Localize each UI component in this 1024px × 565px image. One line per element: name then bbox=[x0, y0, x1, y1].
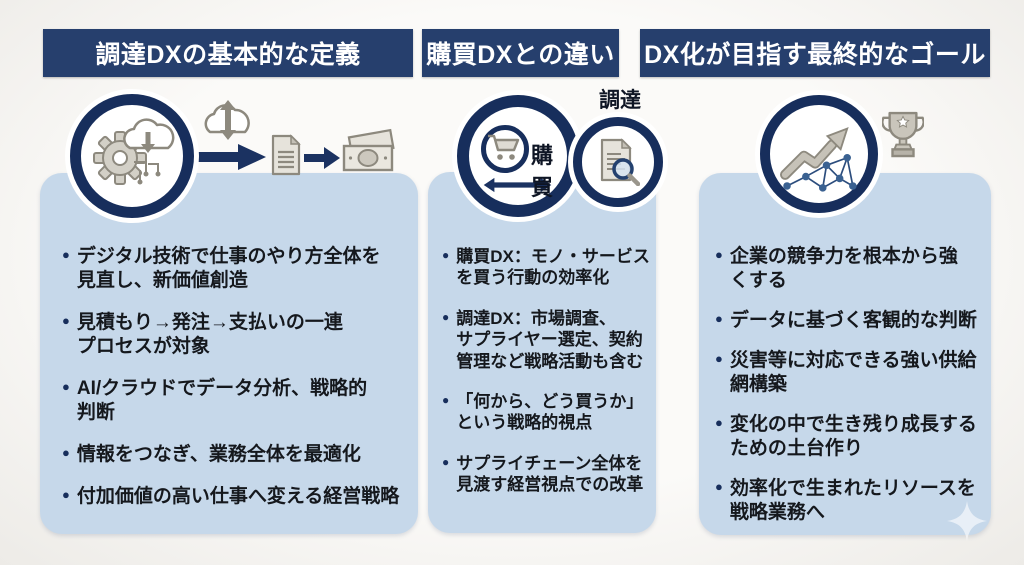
arrow-right-small-icon bbox=[304, 147, 340, 169]
panel-definition: ● デジタル技術で仕事のやり方全体を 見直し、新価値創造 ● 見積もり→発注→支払い… bbox=[40, 173, 418, 534]
cart-icon bbox=[488, 134, 520, 160]
list-item: ● 見積もり→発注→支払いの一連 プロセスが対象 bbox=[62, 311, 410, 359]
list-item: ● 付加価値の高い仕事へ変える経営戦略 bbox=[62, 485, 410, 509]
column-header-goal: DX化が目指す最終的なゴール bbox=[640, 29, 990, 77]
cart-ring bbox=[481, 125, 529, 173]
bullet-icon: ● bbox=[442, 393, 450, 408]
procurement-circle bbox=[573, 117, 663, 207]
bullet-text: 付加価値の高い仕事へ変える経営戦略 bbox=[76, 485, 400, 507]
list-item: ● 「何から、どう買うか」 という戦略的視点 bbox=[442, 391, 650, 434]
cart-label: 購買 bbox=[531, 143, 554, 200]
list-item: ● 災害等に対応できる強い供給 網構築 bbox=[715, 349, 985, 397]
banknote-icon bbox=[342, 128, 395, 172]
bullet-icon: ● bbox=[62, 378, 70, 394]
list-item: ● AI/クラウドでデータ分析、戦略的 判断 bbox=[62, 377, 410, 425]
bullet-icon: ● bbox=[715, 350, 723, 366]
bullet-text: データに基づく客観的な判断 bbox=[729, 309, 977, 331]
document-icon bbox=[271, 134, 301, 176]
bullet-text: サプライチェーン全体を 見渡す経営視点での改革 bbox=[456, 453, 644, 495]
column-header-difference: 購買DXとの違い bbox=[422, 29, 619, 77]
bullet-icon: ● bbox=[715, 478, 723, 494]
list-item: ● 変化の中で生き残り成長する ための土台作り bbox=[715, 413, 985, 461]
bullet-text: 災害等に対応できる強い供給 網構築 bbox=[729, 349, 977, 395]
bullet-text: 情報をつなぎ、業務全体を最適化 bbox=[76, 443, 361, 465]
growth-network-graphic bbox=[779, 127, 857, 192]
bullet-text: 購買DX：モノ・サービス を買う行動の効率化 bbox=[456, 247, 650, 288]
trophy-icon bbox=[882, 111, 924, 158]
bullet-icon: ● bbox=[62, 247, 70, 262]
bullet-text: 見積もり→発注→支払いの一連 プロセスが対象 bbox=[76, 311, 343, 357]
bullet-icon: ● bbox=[62, 486, 70, 502]
bullet-icon: ● bbox=[442, 309, 450, 324]
bullet-list: ● 購買DX：モノ・サービス を買う行動の効率化 ● 調達DX：市場調査、 サプライ… bbox=[428, 172, 656, 496]
bullet-list: ● デジタル技術で仕事のやり方全体を 見直し、新価値創造 ● 見積もり→発注→支払い… bbox=[40, 173, 418, 509]
bullet-icon: ● bbox=[62, 312, 70, 328]
document-search-icon bbox=[600, 138, 640, 186]
list-item: ● 調達DX：市場調査、 サプライヤー選定、契約 管理など戦略活動も含む bbox=[442, 308, 650, 372]
header-text: DX化が目指す最終的なゴール bbox=[644, 41, 986, 69]
purchasing-circle: 購買 bbox=[457, 95, 579, 217]
list-item: ● 情報をつなぎ、業務全体を最適化 bbox=[62, 443, 410, 467]
bullet-text: 調達DX：市場調査、 サプライヤー選定、契約 管理など戦略活動も含む bbox=[456, 308, 644, 371]
gear-cloud-circuit-icon bbox=[70, 94, 194, 218]
bullet-icon: ● bbox=[715, 310, 723, 326]
bullet-text: 効率化で生まれたリソースを 戦略業務へ bbox=[729, 477, 976, 523]
procurement-label: 調達 bbox=[599, 89, 641, 112]
list-item: ● 効率化で生まれたリソースを 戦略業務へ bbox=[715, 477, 985, 525]
header-text: 購買DXとの違い bbox=[426, 41, 615, 69]
bullet-text: AI/クラウドでデータ分析、戦略的 判断 bbox=[76, 377, 368, 423]
list-item: ● データに基づく客観的な判断 bbox=[715, 309, 985, 333]
growth-network-icon bbox=[760, 95, 878, 213]
bullet-text: 「何から、どう買うか」 という戦略的視点 bbox=[456, 392, 644, 433]
bullet-icon: ● bbox=[442, 248, 450, 262]
cloud-sync-icon bbox=[204, 100, 250, 140]
arrow-right-icon bbox=[198, 144, 266, 170]
sparkle-icon bbox=[946, 500, 988, 542]
bullet-list: ● 企業の競争力を根本から強 くする ● データに基づく客観的な判断 ● 災害等に対応… bbox=[699, 173, 991, 524]
list-item: ● 企業の競争力を根本から強 くする bbox=[715, 245, 985, 293]
list-item: ● サプライチェーン全体を 見渡す経営視点での改革 bbox=[442, 453, 650, 496]
bullet-icon: ● bbox=[442, 454, 450, 469]
bullet-icon: ● bbox=[715, 247, 723, 262]
header-text: 調達DXの基本的な定義 bbox=[95, 41, 361, 69]
list-item: ● 購買DX：モノ・サービス を買う行動の効率化 bbox=[442, 246, 650, 289]
gear-cloud-circuit-graphic bbox=[93, 118, 175, 185]
panel-difference: ● 購買DX：モノ・サービス を買う行動の効率化 ● 調達DX：市場調査、 サプライ… bbox=[428, 172, 656, 533]
list-item: ● デジタル技術で仕事のやり方全体を 見直し、新価値創造 bbox=[62, 245, 410, 293]
bullet-icon: ● bbox=[62, 444, 70, 460]
panel-goal: ● 企業の競争力を根本から強 くする ● データに基づく客観的な判断 ● 災害等に対応… bbox=[699, 173, 991, 542]
bullet-text: 変化の中で生き残り成長する ための土台作り bbox=[729, 413, 977, 459]
bullet-text: デジタル技術で仕事のやり方全体を 見直し、新価値創造 bbox=[76, 246, 381, 291]
bullet-icon: ● bbox=[715, 414, 723, 430]
double-arrow-icon bbox=[483, 177, 552, 193]
column-header-definition: 調達DXの基本的な定義 bbox=[43, 29, 413, 77]
bullet-text: 企業の競争力を根本から強 くする bbox=[729, 246, 958, 291]
